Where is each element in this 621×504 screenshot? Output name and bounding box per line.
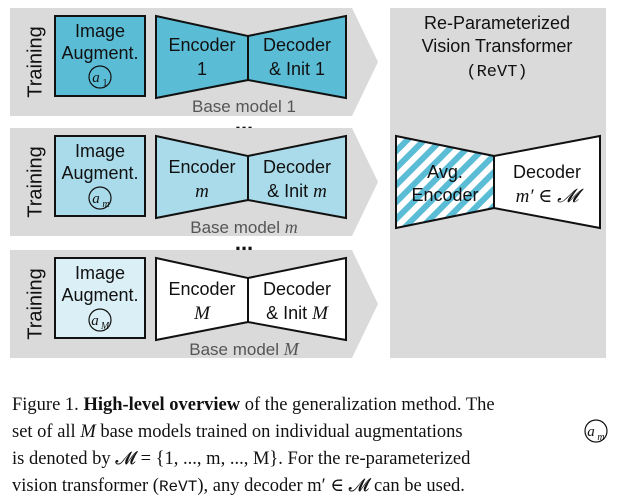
- row-m-augment-box: [54, 135, 146, 217]
- revt-title-line2: Vision Transformer: [422, 36, 573, 56]
- row-m-decoder-line1: Decoder: [263, 157, 331, 177]
- revt-decoder-line1: Decoder: [513, 162, 581, 182]
- row-M-augment-subscript: M: [100, 321, 110, 332]
- row-m-augment-symbol: a: [92, 191, 100, 207]
- row-M-base-label-var: M: [283, 339, 300, 359]
- row-m-base-label-prefix: Base model: [190, 218, 285, 237]
- row-m-base-model-label: Base model m: [190, 217, 298, 237]
- revt-decoder-line2: m′ ∈ 𝓜: [516, 186, 584, 207]
- row-m-augment-subscript: m: [102, 199, 109, 210]
- row-1-augment-subscript: 1: [103, 78, 108, 89]
- caption-figure-label: Figure 1.: [12, 395, 79, 415]
- row-M-base-model-label: Base model M: [189, 339, 300, 359]
- row-1-augment-line1: Image: [75, 21, 125, 41]
- caption-line2-a: set of all: [12, 422, 80, 442]
- caption-line4-b: ), any decoder m′ ∈ 𝓜 can be used.: [197, 476, 465, 496]
- revt-title-line1: Re-Parameterized: [424, 13, 570, 33]
- base-model-1-row: Training Image Augment. a 1 Encoder 1 De…: [10, 8, 378, 116]
- row-1-augment-circle-icon: [88, 65, 112, 89]
- row-M-augment-line1: Image: [75, 263, 125, 283]
- row-1-decoder-shape: [247, 14, 347, 100]
- caption-line2-var: M: [79, 422, 97, 442]
- caption-line-3: is denoted by 𝓜 = {1, ..., m, ..., M}. F…: [12, 449, 471, 469]
- caption-line4-a: vision transformer (: [12, 476, 159, 496]
- row-1-decoder-line1: Decoder: [263, 35, 331, 55]
- row-M-augment-box: [54, 257, 146, 339]
- row-m-decoder-line2: & Init m: [267, 181, 327, 202]
- caption-bold-part: High-level overview: [83, 395, 240, 415]
- caption-augment-symbol: a: [587, 424, 595, 440]
- row-m-training-label: Training: [24, 146, 46, 218]
- row-M-augment-line2: Augment.: [61, 285, 138, 305]
- row-M-augment-circle-icon: [88, 308, 112, 332]
- row-1-augment-line2: Augment.: [61, 43, 138, 63]
- row-m-decoder-shape: [247, 134, 347, 220]
- row-1-augment-symbol: a: [92, 70, 100, 86]
- row-m-encoder-line1: Encoder: [168, 157, 235, 177]
- row-m-decoder-line2-prefix: & Init: [267, 181, 313, 201]
- row-M-augment-symbol: a: [91, 313, 99, 329]
- caption-line-4: vision transformer (ReVT), any decoder m…: [12, 476, 465, 496]
- ellipsis-2: ...: [235, 230, 253, 255]
- caption-line-2: set of all M base models trained on indi…: [12, 422, 463, 442]
- row-M-decoder-line2: & Init M: [266, 303, 329, 324]
- revt-panel: Re-Parameterized Vision Transformer (ReV…: [390, 8, 606, 358]
- row-m-augment-line2: Augment.: [61, 163, 138, 183]
- row-M-decoder-line1: Decoder: [263, 279, 331, 299]
- figure-caption: Figure 1. High-level overview of the gen…: [12, 395, 608, 496]
- revt-title-line3: (ReVT): [466, 63, 527, 82]
- caption-augment-circle-icon: [584, 419, 608, 443]
- row-1-augment-box: [54, 15, 146, 97]
- base-model-M-row: Training Image Augment. a M Encoder M De…: [10, 250, 378, 359]
- base-model-m-row: Training Image Augment. a m Encoder m De…: [10, 128, 378, 237]
- row-1-decoder-line2: & Init 1: [269, 59, 325, 79]
- caption-line4-mono: ReVT: [159, 478, 197, 496]
- row-m-base-label-var: m: [285, 217, 298, 237]
- row-M-training-label: Training: [24, 268, 46, 340]
- row-1-training-label: Training: [24, 26, 46, 98]
- revt-encoder-line2: Encoder: [411, 185, 478, 205]
- row-m-augment-line1: Image: [75, 141, 125, 161]
- revt-decoder-shape: [493, 134, 601, 230]
- row-M-decoder-shape: [247, 256, 347, 342]
- row-m-encoder-line2: m: [195, 181, 209, 202]
- row-1-encoder-line1: Encoder: [168, 35, 235, 55]
- row-1-base-model-label: Base model 1: [192, 97, 296, 116]
- row-M-base-label-prefix: Base model: [189, 340, 284, 359]
- row-m-decoder-line2-var: m: [313, 181, 327, 202]
- caption-line2-b: base models trained on individual augmen…: [96, 422, 463, 442]
- revt-encoder-line1: Avg.: [427, 162, 463, 182]
- row-M-decoder-line2-var: M: [311, 303, 329, 324]
- row-M-decoder-line2-prefix: & Init: [266, 303, 312, 323]
- row-m-augment-circle-icon: [88, 186, 112, 210]
- row-1-encoder-line2: 1: [197, 59, 207, 79]
- row-M-encoder-line1: Encoder: [168, 279, 235, 299]
- row-M-encoder-line2: M: [193, 303, 211, 324]
- caption-augment-subscript: m: [597, 432, 604, 443]
- caption-line1-rest: of the generalization method. The: [240, 395, 494, 415]
- caption-line-1: Figure 1. High-level overview of the gen…: [12, 395, 495, 415]
